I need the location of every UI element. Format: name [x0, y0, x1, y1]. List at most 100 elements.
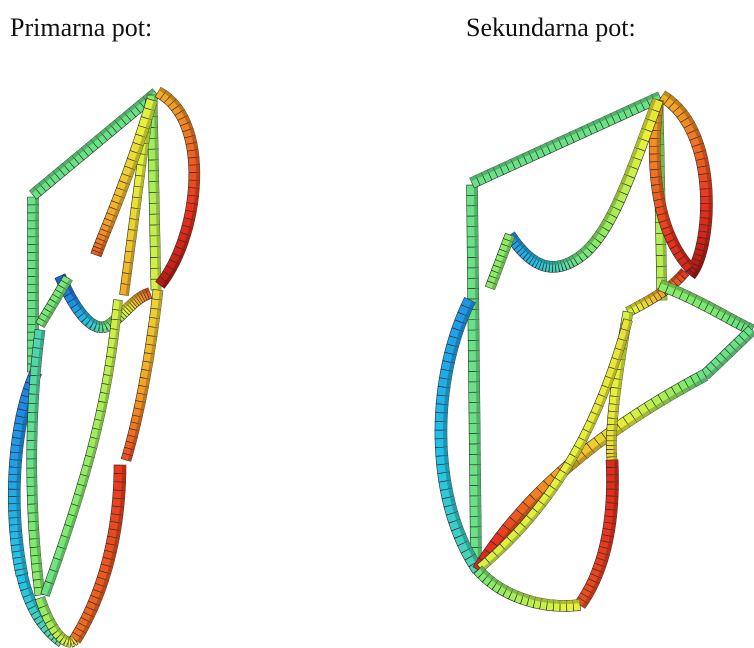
tube-segment-shade: [33, 495, 38, 505]
tube-segment-shade: [612, 510, 618, 518]
tube-segment-shade: [127, 298, 133, 304]
tube-segment-shade: [553, 599, 561, 604]
tube-segment-shade: [543, 496, 552, 507]
tube-segment-shade: [649, 98, 657, 110]
tube-segment-shade: [522, 151, 530, 158]
tube-segment-shade: [534, 596, 542, 602]
tube-segment-shade: [33, 468, 37, 478]
tube-segment-shade: [610, 198, 618, 208]
tube-segment-shade: [688, 383, 697, 391]
tube-segment-shade: [35, 385, 40, 395]
tube-segment-shade: [34, 252, 39, 261]
tube-segment-shade: [656, 138, 661, 147]
tube-segment-shade: [145, 118, 152, 129]
tube-segment-shade: [33, 449, 37, 460]
tube-segment-shade: [660, 279, 670, 287]
tube-segment-shade: [509, 235, 515, 243]
tube-segment-shade: [127, 273, 132, 285]
tube-segment-shade: [145, 378, 150, 388]
tube-segment-shade: [120, 190, 127, 199]
tube-segment-shade: [34, 182, 42, 190]
tube-segment-shade: [16, 496, 21, 504]
tube-segment-shade: [116, 203, 122, 211]
tube-segment-shade: [16, 503, 21, 511]
tube-segment-shade: [51, 618, 58, 627]
tube-segment-shade: [67, 285, 74, 294]
tube-segment-shade: [673, 237, 680, 246]
tube-segment-shade: [546, 140, 554, 147]
tube-segment-shade: [22, 417, 28, 426]
tube-segment-shade: [511, 534, 521, 544]
tube-segment-shade: [17, 460, 22, 468]
tube-segment-shade: [626, 320, 633, 332]
tube-segment-shade: [116, 522, 122, 531]
tube-segment-shade: [511, 589, 519, 595]
tube-segment-shade: [613, 418, 618, 425]
tube-segment-shade: [499, 161, 507, 168]
tube-segment-shade: [610, 110, 619, 117]
tube-segment-shade: [634, 300, 641, 306]
tube-segment-shade: [744, 320, 751, 327]
tube-segment-shade: [476, 402, 480, 413]
tube-segment-shade: [48, 171, 56, 178]
tube-segment-shade: [600, 565, 606, 573]
tube-segment-shade: [131, 160, 138, 170]
mid-lower-rod: [476, 318, 633, 572]
tube-segment-shade: [18, 537, 24, 545]
tube-segment-shade: [54, 624, 61, 631]
tube-segment-shade: [142, 289, 147, 294]
tube-segment-shade: [33, 422, 38, 432]
tube-segment-shade: [588, 423, 596, 433]
tube-segment-shade: [477, 526, 482, 538]
tube-segment-shade: [129, 449, 135, 456]
tube-segment-shade: [123, 302, 129, 308]
tube-segment-shade: [475, 371, 480, 382]
tube-segment-shade: [696, 265, 702, 272]
tube-segment-shade: [36, 375, 41, 386]
tube-segment-shade: [630, 302, 637, 308]
tube-segment-shade: [613, 453, 617, 457]
tube-segment-shade: [16, 474, 21, 483]
tube-segment-shade: [569, 129, 577, 136]
tube-segment-shade: [113, 209, 120, 217]
tube-segment-shade: [50, 571, 58, 585]
tube-segment-shade: [194, 149, 200, 158]
tube-segment-shade: [459, 322, 466, 332]
tube-segment-shade: [62, 159, 70, 167]
tube-segment-shade: [590, 587, 597, 594]
tube-segment-shade: [476, 464, 481, 476]
tube-segment-shade: [458, 526, 466, 536]
ramp-to-right: [657, 279, 754, 336]
tube-segment-shade: [640, 97, 648, 104]
tube-segment-shade: [192, 203, 198, 213]
tube-segment-shade: [588, 236, 596, 244]
tube-segment-shade: [620, 340, 627, 351]
tube-segment-shade: [620, 174, 628, 184]
tube-segment-shade: [443, 412, 448, 422]
tube-segment-shade: [126, 176, 133, 185]
tube-segment-shade: [37, 357, 42, 367]
tube-segment-shade: [477, 516, 482, 527]
tube-segment-shade: [76, 302, 84, 310]
mid-rod-left: [40, 299, 123, 597]
tube-segment-shade: [109, 120, 117, 127]
tube-segment-shade: [70, 515, 77, 528]
tube-segment-shade: [23, 573, 30, 582]
tube-segment-shade: [599, 219, 607, 228]
tube-segment-shade: [134, 293, 139, 298]
tube-segment-shade: [600, 396, 607, 407]
tube-segment-shade: [607, 542, 613, 550]
tube-segment-shade: [661, 198, 667, 207]
tube-segment-shade: [49, 307, 56, 314]
tube-segment-shade: [34, 204, 39, 213]
tube-segment-shade: [145, 287, 150, 293]
tube-segment-shade: [488, 555, 499, 565]
tube-segment-shade: [34, 284, 39, 293]
tube-segment-shade: [583, 431, 591, 442]
tube-segment-shade: [581, 601, 588, 609]
tube-segment-shade: [704, 238, 710, 246]
tube-segment-shade: [165, 275, 173, 283]
tube-segment-shade: [638, 128, 646, 140]
tube-segment-shade: [67, 155, 75, 163]
